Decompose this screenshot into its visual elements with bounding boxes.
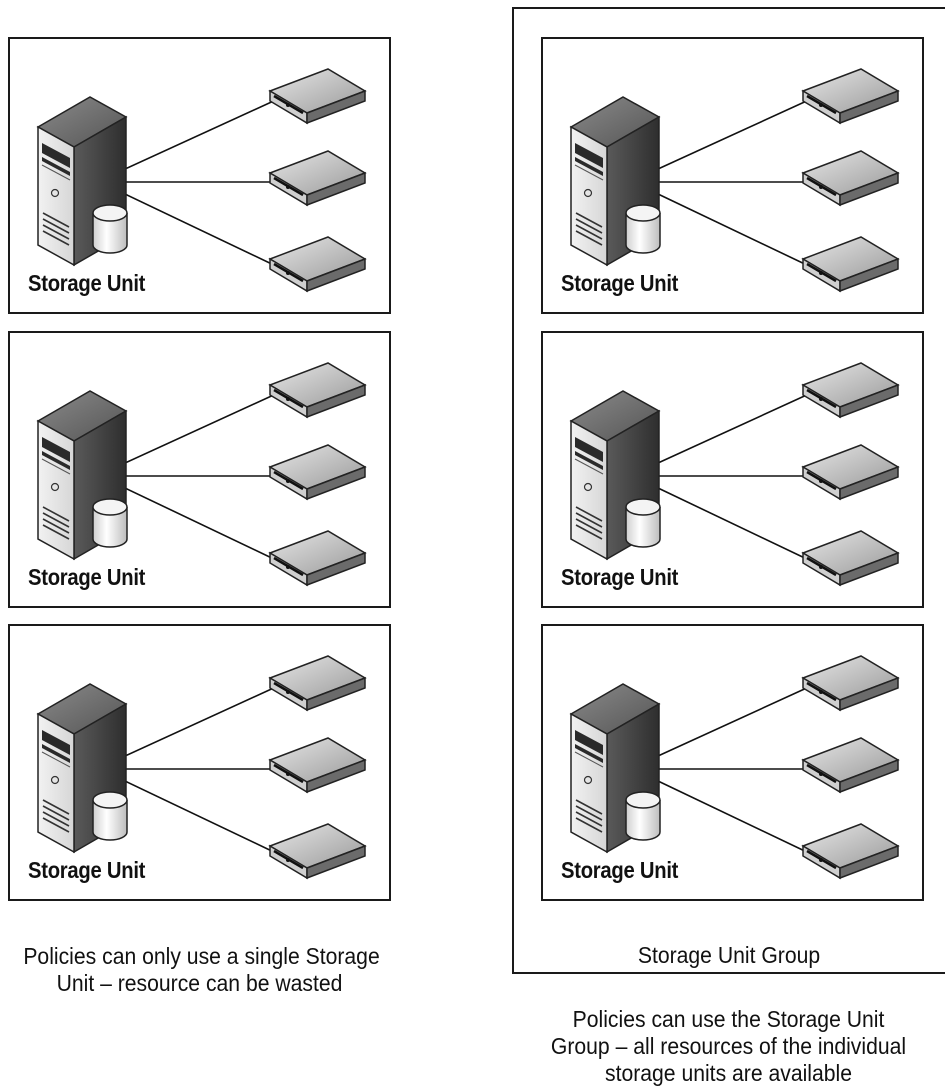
storage-unit-box: Storage Unit (541, 624, 924, 901)
storage-unit-label: Storage Unit (28, 564, 146, 590)
caption-line: Policies can only use a single Storage (23, 943, 380, 969)
tape-drive-icon (268, 443, 367, 501)
tape-drive-icon (268, 822, 367, 880)
storage-unit-diagram (37, 361, 367, 587)
tape-drive-icon (801, 736, 900, 794)
caption-line: Group – all resources of the individual (550, 1033, 907, 1059)
caption-line: storage units are available (604, 1060, 853, 1086)
storage-unit-box: Storage Unit (541, 331, 924, 608)
tape-drive-icon (801, 149, 900, 207)
database-cylinder-icon (92, 498, 128, 548)
storage-unit-label: Storage Unit (28, 857, 146, 883)
storage-unit-box: Storage Unit (8, 331, 391, 608)
database-cylinder-icon (625, 791, 661, 841)
storage-unit-group-label: Storage Unit Group (637, 942, 821, 968)
database-cylinder-icon (92, 791, 128, 841)
tape-drive-icon (801, 361, 900, 419)
tape-drive-icon (268, 235, 367, 293)
database-cylinder-icon (625, 204, 661, 254)
tape-drive-icon (268, 736, 367, 794)
storage-unit-label: Storage Unit (561, 857, 679, 883)
storage-unit-diagram (570, 654, 900, 880)
tape-drive-icon (801, 67, 900, 125)
database-cylinder-icon (625, 498, 661, 548)
database-cylinder-icon (92, 204, 128, 254)
storage-unit-box: Storage Unit (541, 37, 924, 314)
storage-unit-diagram (570, 67, 900, 293)
storage-unit-label: Storage Unit (561, 564, 679, 590)
storage-unit-diagram (37, 67, 367, 293)
tape-drive-icon (268, 529, 367, 587)
storage-unit-diagram (570, 361, 900, 587)
tape-drive-icon (268, 149, 367, 207)
right-caption: Policies can use the Storage Unit Group … (512, 1006, 945, 1087)
tape-drive-icon (268, 67, 367, 125)
tape-drive-icon (801, 529, 900, 587)
storage-unit-label: Storage Unit (561, 270, 679, 296)
tape-drive-icon (268, 654, 367, 712)
storage-unit-box: Storage Unit (8, 37, 391, 314)
tape-drive-icon (268, 361, 367, 419)
storage-unit-label: Storage Unit (28, 270, 146, 296)
tape-drive-icon (801, 235, 900, 293)
storage-unit-box: Storage Unit (8, 624, 391, 901)
tape-drive-icon (801, 654, 900, 712)
caption-line: Policies can use the Storage Unit (572, 1006, 885, 1032)
storage-unit-group-box (512, 7, 945, 974)
tape-drive-icon (801, 443, 900, 501)
storage-unit-diagram (37, 654, 367, 880)
left-caption: Policies can only use a single Storage U… (8, 943, 391, 997)
caption-line: Unit – resource can be wasted (56, 970, 343, 996)
tape-drive-icon (801, 822, 900, 880)
